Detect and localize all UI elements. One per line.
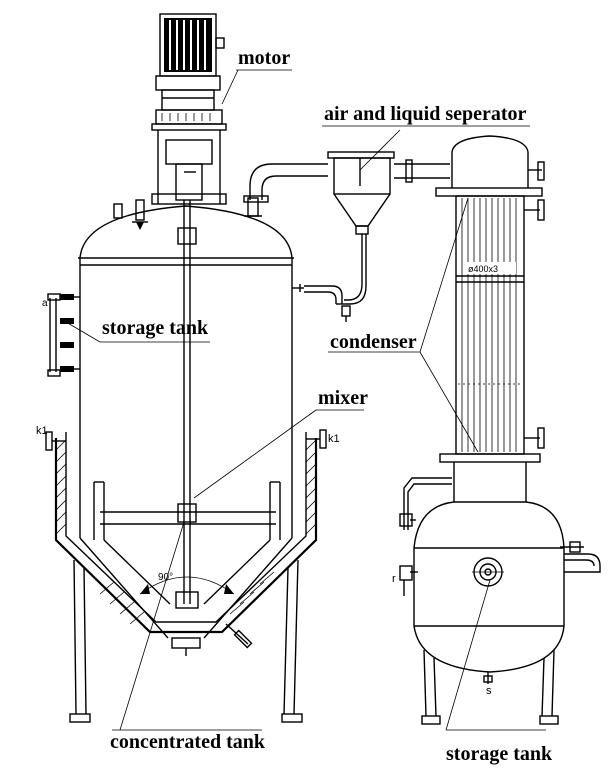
air-liquid-separator [327, 151, 450, 305]
storage-vessel [78, 197, 304, 656]
receiver-tank [399, 462, 601, 725]
vapor-pipe [243, 163, 328, 203]
heating-jacket [45, 429, 327, 649]
mark-k1-left: k1 [36, 425, 48, 437]
mark-s: s [486, 685, 492, 697]
label-air-liquid-separator: air and liquid seperator [324, 103, 527, 125]
mark-angle: 90° [158, 572, 173, 583]
label-concentrated-tank: concentrated tank [110, 731, 266, 753]
level-gauge [47, 293, 80, 377]
label-motor: motor [238, 47, 290, 69]
label-storage-tank-right: storage tank [446, 743, 553, 765]
label-mixer: mixer [318, 387, 368, 409]
leader-lines [65, 69, 546, 731]
mark-k1-right: k1 [328, 433, 340, 445]
mark-r: r [392, 573, 396, 585]
condensate-line [304, 285, 351, 322]
mixer-agitator [93, 200, 281, 609]
left-vessel-legs [69, 559, 303, 723]
label-storage-tank-left: storage tank [102, 317, 209, 339]
motor-assembly [151, 13, 239, 205]
condenser-unit [435, 135, 545, 463]
mark-condenser-dim: ø400x3 [468, 264, 498, 274]
mark-a: a [42, 298, 48, 309]
label-condenser: condenser [330, 331, 417, 353]
